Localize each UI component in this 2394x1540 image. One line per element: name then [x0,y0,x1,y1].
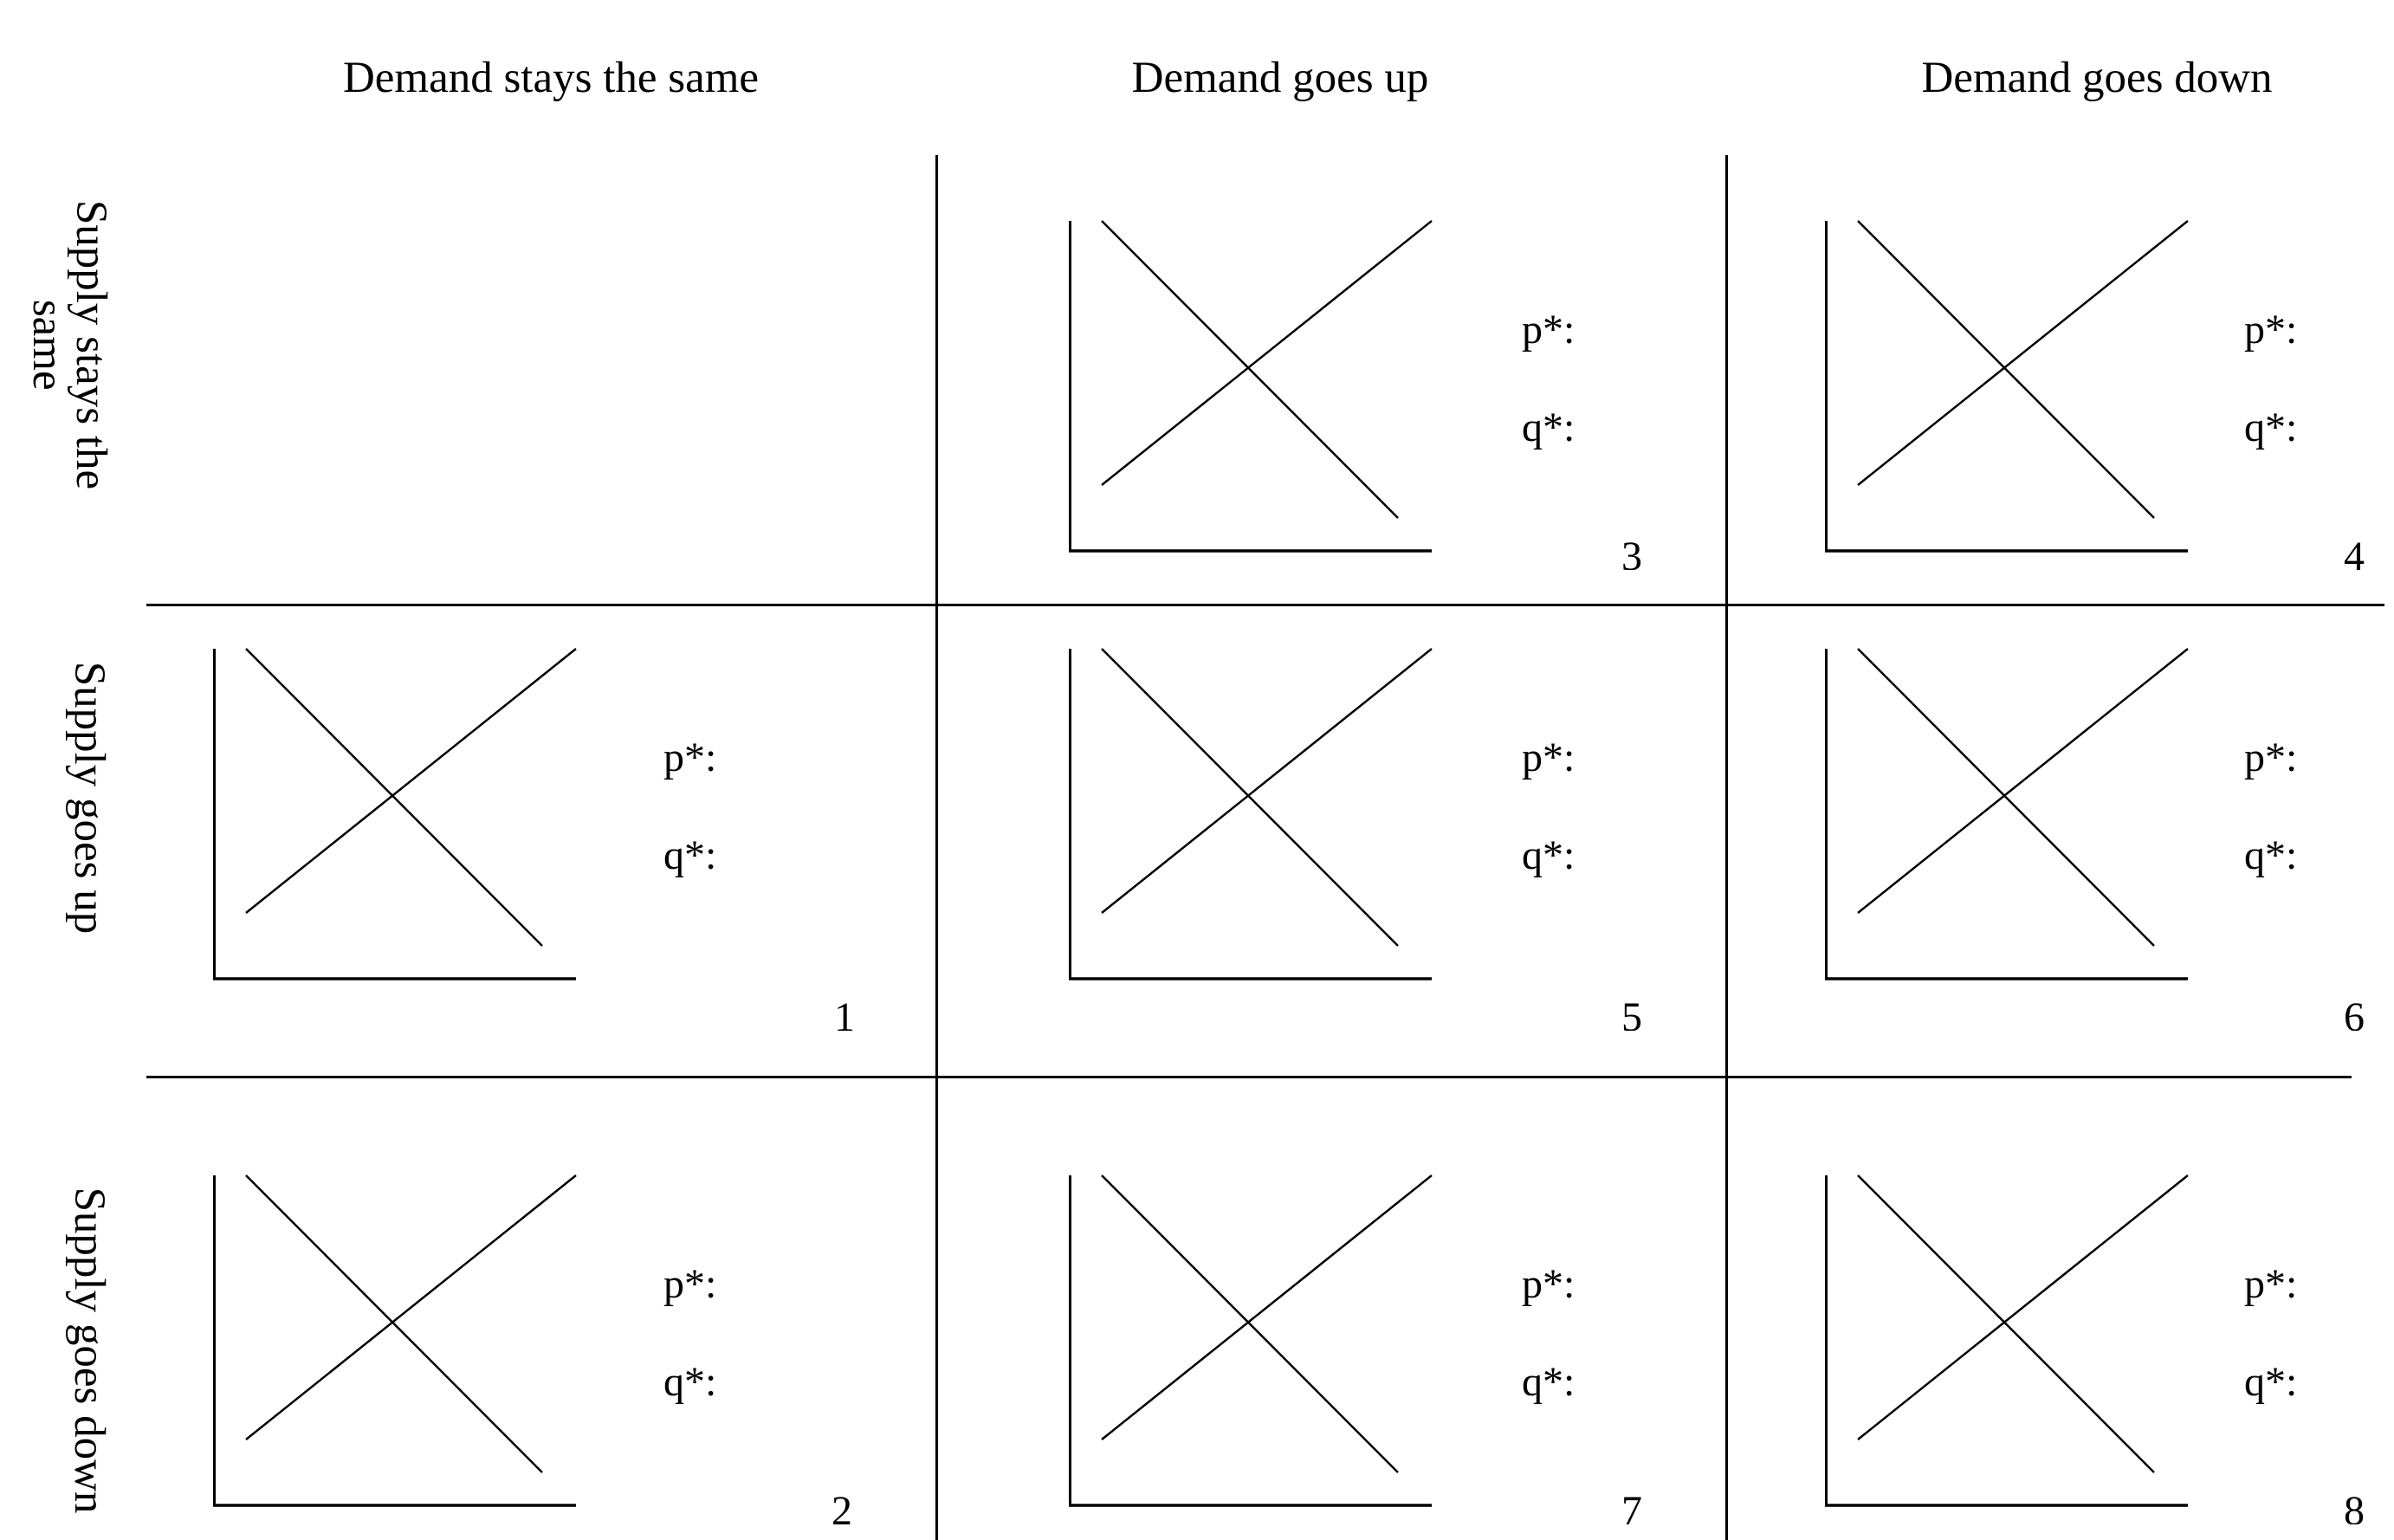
row-label-supply-down: Supply goes down [65,1187,113,1514]
supply-demand-chart-6 [1825,648,2193,982]
column-header-demand-up: Demand goes up [1131,54,1429,102]
row-label-line1: Supply stays the [67,199,115,490]
quantity-label: q*: [663,1359,717,1405]
quantity-label: q*: [2244,832,2298,878]
cell-number: 7 [1621,1496,1642,1524]
supply-demand-graph [1825,220,2189,553]
supply-demand-graph [1069,220,1433,553]
row-label-line1: Supply goes up [65,661,113,935]
column-header-demand-down: Demand goes down [1921,54,2273,102]
quantity-label: q*: [1522,832,1576,878]
supply-demand-chart-1 [213,648,581,982]
price-label: p*: [1522,307,1576,353]
price-label: p*: [2244,734,2298,780]
vertical-divider-2 [1725,155,1728,1540]
cell-number: 1 [834,1002,855,1031]
cell-number: 4 [2344,541,2365,570]
quantity-label: q*: [2244,404,2298,450]
row-label-supply-same: Supply stays the same [17,199,115,490]
supply-demand-chart-2 [213,1174,581,1509]
supply-demand-chart-5 [1069,648,1437,982]
supply-demand-chart-4 [1825,220,2193,554]
price-label: p*: [1522,1261,1576,1307]
quantity-label: q*: [1522,1359,1576,1405]
price-label: p*: [663,734,717,780]
cell-number: 5 [1621,1002,1642,1031]
vertical-divider-1 [935,155,938,1540]
row-label-line1: Supply goes down [65,1187,113,1514]
supply-demand-chart-3 [1069,220,1437,554]
price-label: p*: [2244,307,2298,353]
supply-demand-graph [1825,1174,2189,1507]
row-label-supply-up: Supply goes up [65,661,113,935]
supply-demand-chart-7 [1069,1174,1437,1509]
cell-number: 3 [1621,541,1642,570]
price-label: p*: [663,1261,717,1307]
supply-demand-graph [213,1174,577,1507]
price-label: p*: [1522,734,1576,780]
supply-demand-graph [1069,648,1433,980]
cell-number: 2 [831,1496,852,1524]
quantity-label: q*: [1522,404,1576,450]
cell-number: 6 [2344,1002,2365,1031]
price-label: p*: [2244,1261,2298,1307]
horizontal-divider-2 [146,1076,2352,1078]
column-header-demand-same: Demand stays the same [342,54,760,102]
quantity-label: q*: [663,832,717,878]
supply-demand-graph [1069,1174,1433,1507]
supply-demand-graph [1825,648,2189,980]
supply-demand-chart-8 [1825,1174,2193,1509]
quantity-label: q*: [2244,1359,2298,1405]
supply-demand-graph [213,648,577,980]
horizontal-divider-1 [146,604,2384,606]
row-label-line2: same [23,299,72,391]
cell-number: 8 [2344,1496,2365,1524]
